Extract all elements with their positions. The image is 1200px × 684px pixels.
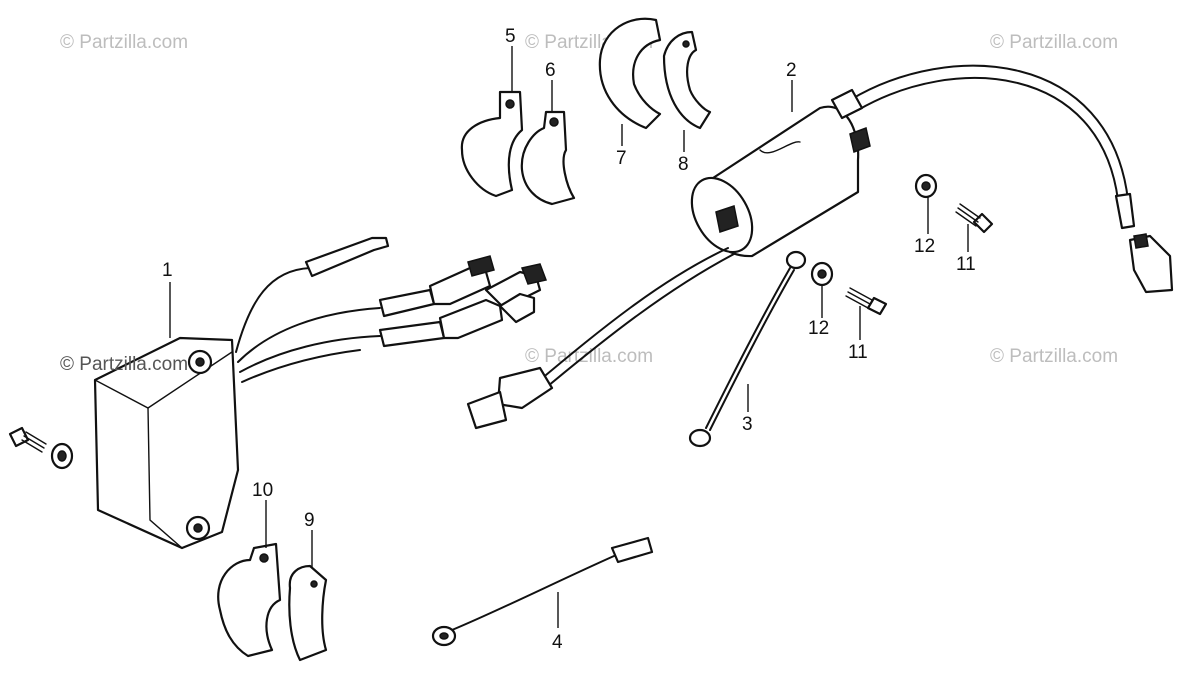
callout-5: 5 [505, 26, 516, 47]
washer-12a[interactable] [914, 173, 938, 199]
clamp-9[interactable] [288, 564, 328, 662]
clamp-7[interactable] [598, 17, 662, 130]
mounting-bolt[interactable] [8, 426, 47, 453]
callout-10: 10 [252, 480, 273, 501]
watermark: © Partzilla.com [60, 354, 188, 375]
clamp-6[interactable] [520, 110, 576, 206]
watermark: © Partzilla.com [525, 346, 653, 367]
callout-4: 4 [552, 632, 563, 653]
callout-12: 12 [914, 236, 935, 257]
cdi-unit[interactable] [93, 236, 548, 550]
washer-12b[interactable] [810, 261, 834, 287]
washer[interactable] [50, 442, 74, 470]
bolt-11b[interactable] [845, 287, 888, 316]
clamp-5[interactable] [460, 90, 524, 198]
lead-wire[interactable] [431, 536, 654, 647]
callout-11: 11 [956, 254, 976, 275]
watermark: © Partzilla.com [60, 32, 188, 53]
callout-12: 12 [808, 318, 829, 339]
callout-9: 9 [304, 510, 315, 531]
callout-11: 11 [848, 342, 868, 363]
ground-wire[interactable] [688, 250, 807, 448]
clamp-10[interactable] [217, 542, 282, 658]
clamp-8[interactable] [662, 30, 712, 130]
bolt-11a[interactable] [955, 203, 994, 234]
callout-2: 2 [786, 60, 797, 81]
watermark: © Partzilla.com [990, 32, 1118, 53]
callout-3: 3 [742, 414, 753, 435]
callout-6: 6 [545, 60, 556, 81]
ignition-coil[interactable] [466, 64, 1174, 430]
callout-7: 7 [616, 148, 627, 169]
callout-1: 1 [162, 260, 173, 281]
callout-8: 8 [678, 154, 689, 175]
watermark: © Partzilla.com [990, 346, 1118, 367]
